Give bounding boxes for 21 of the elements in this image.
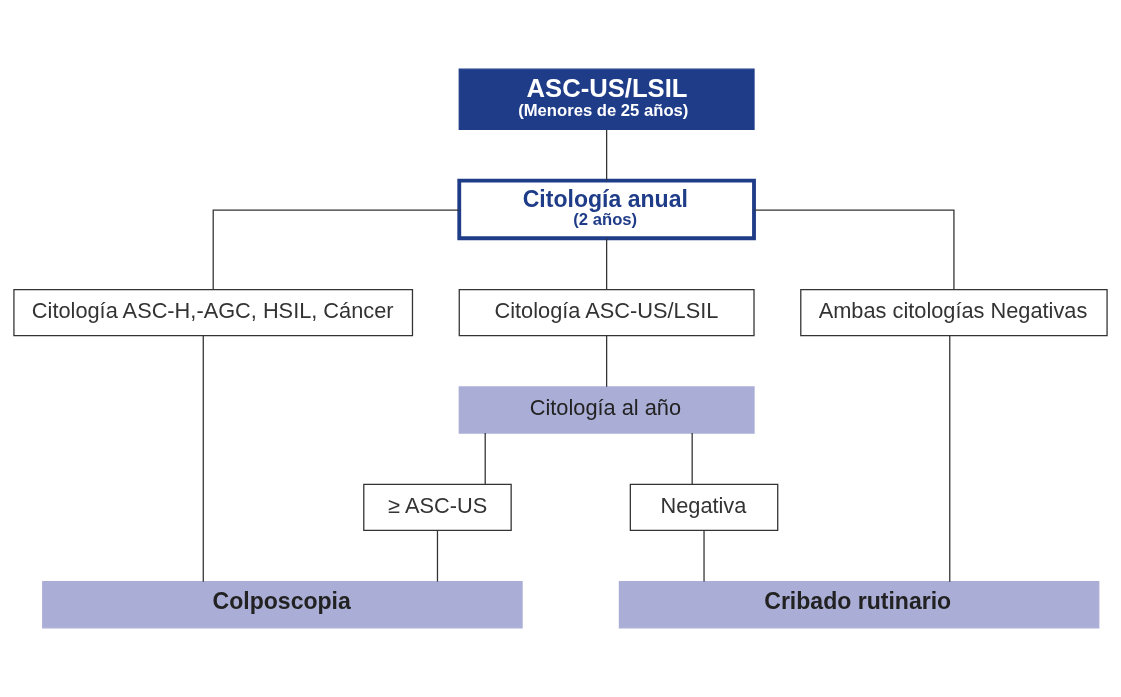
connector xyxy=(703,529,705,583)
connector xyxy=(484,432,486,485)
connector xyxy=(949,335,951,583)
connector xyxy=(212,209,460,290)
node-box: Negativa xyxy=(629,483,779,532)
node-box: Ambas citologías Negativas xyxy=(800,288,1108,337)
node-box: Citología anual (2 años) xyxy=(457,178,756,241)
node-box: ASC-US/LSIL (Menores de 25 años) xyxy=(458,68,755,130)
node-box: Citología ASC-US/LSIL xyxy=(458,288,755,337)
node-box: ≥ ASC-US xyxy=(363,483,512,532)
node-box: Citología ASC-H,-AGC, HSIL, Cáncer xyxy=(13,288,414,337)
connector xyxy=(753,209,955,290)
connector xyxy=(691,432,693,485)
connector xyxy=(436,529,439,583)
node-box: Cribado rutinario xyxy=(618,581,1100,629)
connector xyxy=(202,335,204,583)
connector xyxy=(606,335,608,388)
connector xyxy=(606,238,608,291)
node-box: Colposcopia xyxy=(42,581,523,629)
node-box: Citología al año xyxy=(458,386,755,434)
connector xyxy=(606,129,608,182)
